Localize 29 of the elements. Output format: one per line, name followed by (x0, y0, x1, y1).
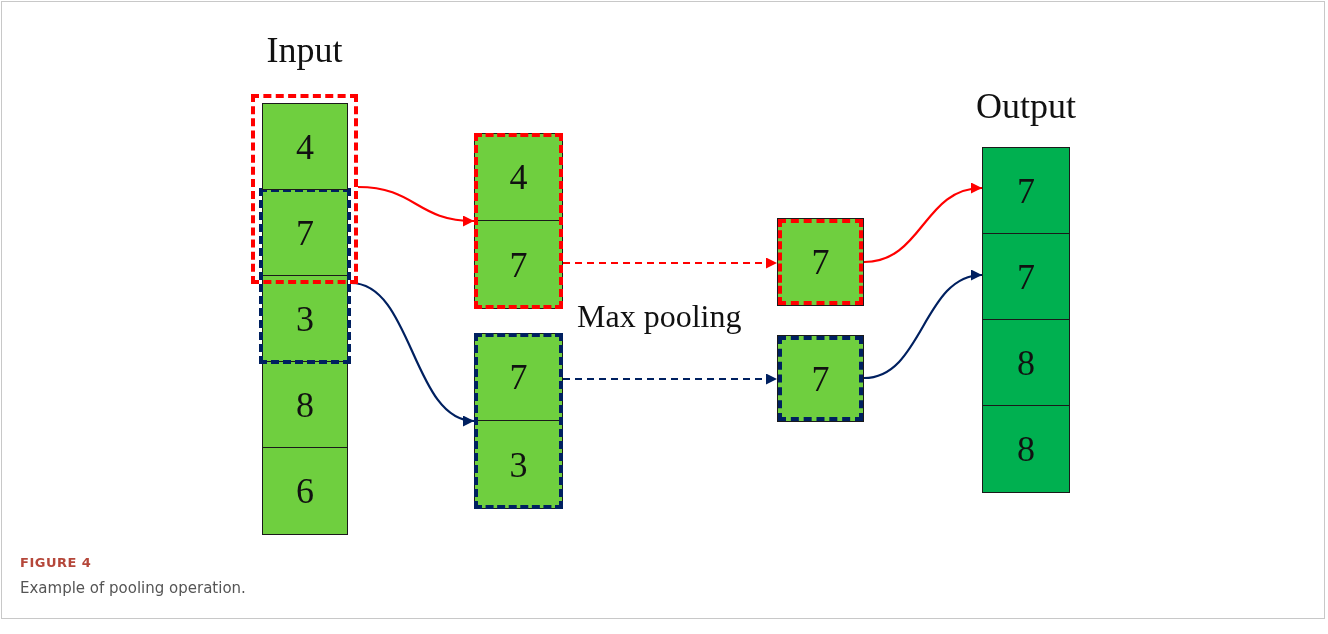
number-cell: 7 (474, 220, 563, 309)
number-cell: 7 (982, 147, 1070, 234)
number-cell: 7 (474, 333, 563, 421)
number-cell: 4 (262, 103, 348, 190)
arrow (863, 271, 983, 380)
arrow (563, 257, 777, 269)
pooling-window (251, 94, 358, 284)
number-cell: 4 (474, 133, 563, 221)
pooled-cell: 7 (777, 335, 864, 422)
pooled-cell: 7 (777, 218, 864, 306)
figure-title: FIGURE 4 (20, 555, 92, 570)
operation-label: Max pooling (577, 298, 742, 335)
window-copy-box (474, 133, 563, 309)
figure-caption: Example of pooling operation. (20, 579, 246, 597)
number-cell: 8 (982, 319, 1070, 406)
window-copy-box (474, 333, 563, 509)
arrow (357, 185, 475, 226)
number-cell: 3 (474, 420, 563, 509)
number-cell: 7 (982, 233, 1070, 320)
column-heading: Input (265, 30, 344, 70)
arrow (563, 373, 777, 385)
number-cell: 8 (262, 361, 348, 448)
number-cell: 3 (262, 275, 348, 362)
number-cell: 6 (262, 447, 348, 535)
number-cell: 8 (982, 405, 1070, 493)
arrow (863, 183, 983, 264)
column-heading: Output (975, 86, 1077, 126)
number-cell: 7 (262, 189, 348, 276)
pooling-window (259, 188, 351, 364)
